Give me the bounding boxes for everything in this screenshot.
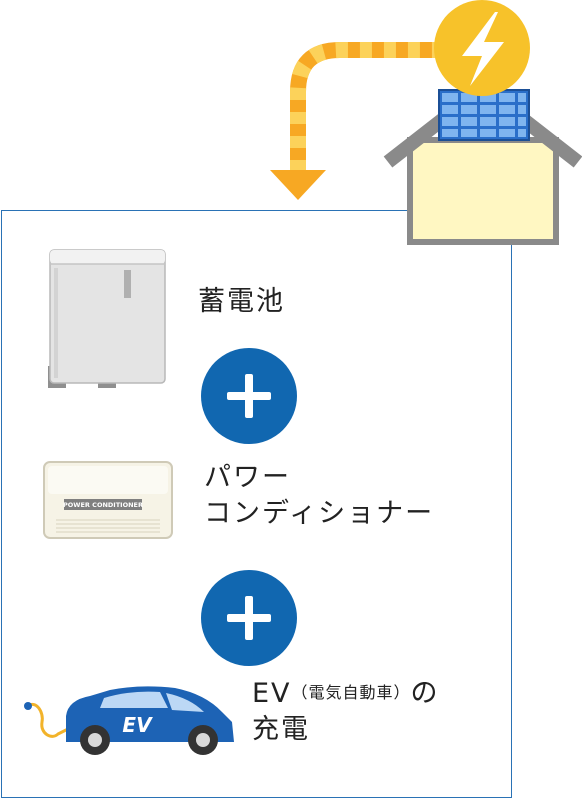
ev-label-tail: の	[410, 678, 440, 709]
ev-charging-label: EV（電気自動車）の 充電	[252, 676, 440, 749]
solar-panel-icon	[438, 89, 530, 141]
electric-car-icon: EV	[24, 686, 234, 755]
ev-charging-label-line1: EV（電気自動車）の	[252, 676, 440, 712]
battery-label: 蓄電池	[198, 284, 285, 320]
plus-icon	[201, 348, 297, 444]
svg-text:EV: EV	[122, 713, 153, 737]
power-conditioner-label-line1: パワー	[204, 462, 291, 493]
ev-label-paren: （電気自動車）	[291, 683, 411, 702]
power-conditioner-plate	[64, 499, 142, 510]
lightning-bolt-sun-icon	[434, 0, 530, 96]
ev-charging-label-line2: 充電	[252, 714, 310, 746]
energy-flow-arrow-icon	[270, 42, 455, 200]
battery-label-text: 蓄電池	[198, 286, 285, 317]
power-conditioner-label: パワー コンディショナー	[204, 460, 434, 533]
power-conditioner-label-line2: コンディショナー	[204, 498, 435, 530]
plus-icon	[201, 570, 297, 666]
power-conditioner-icon: POWER CONDITIONER	[43, 461, 173, 539]
down-arrow-icon	[270, 170, 326, 200]
storage-battery-icon	[48, 249, 166, 388]
svg-text:POWER CONDITIONER: POWER CONDITIONER	[63, 501, 143, 509]
ev-label-main: EV	[252, 678, 292, 709]
house-icon	[383, 79, 582, 245]
